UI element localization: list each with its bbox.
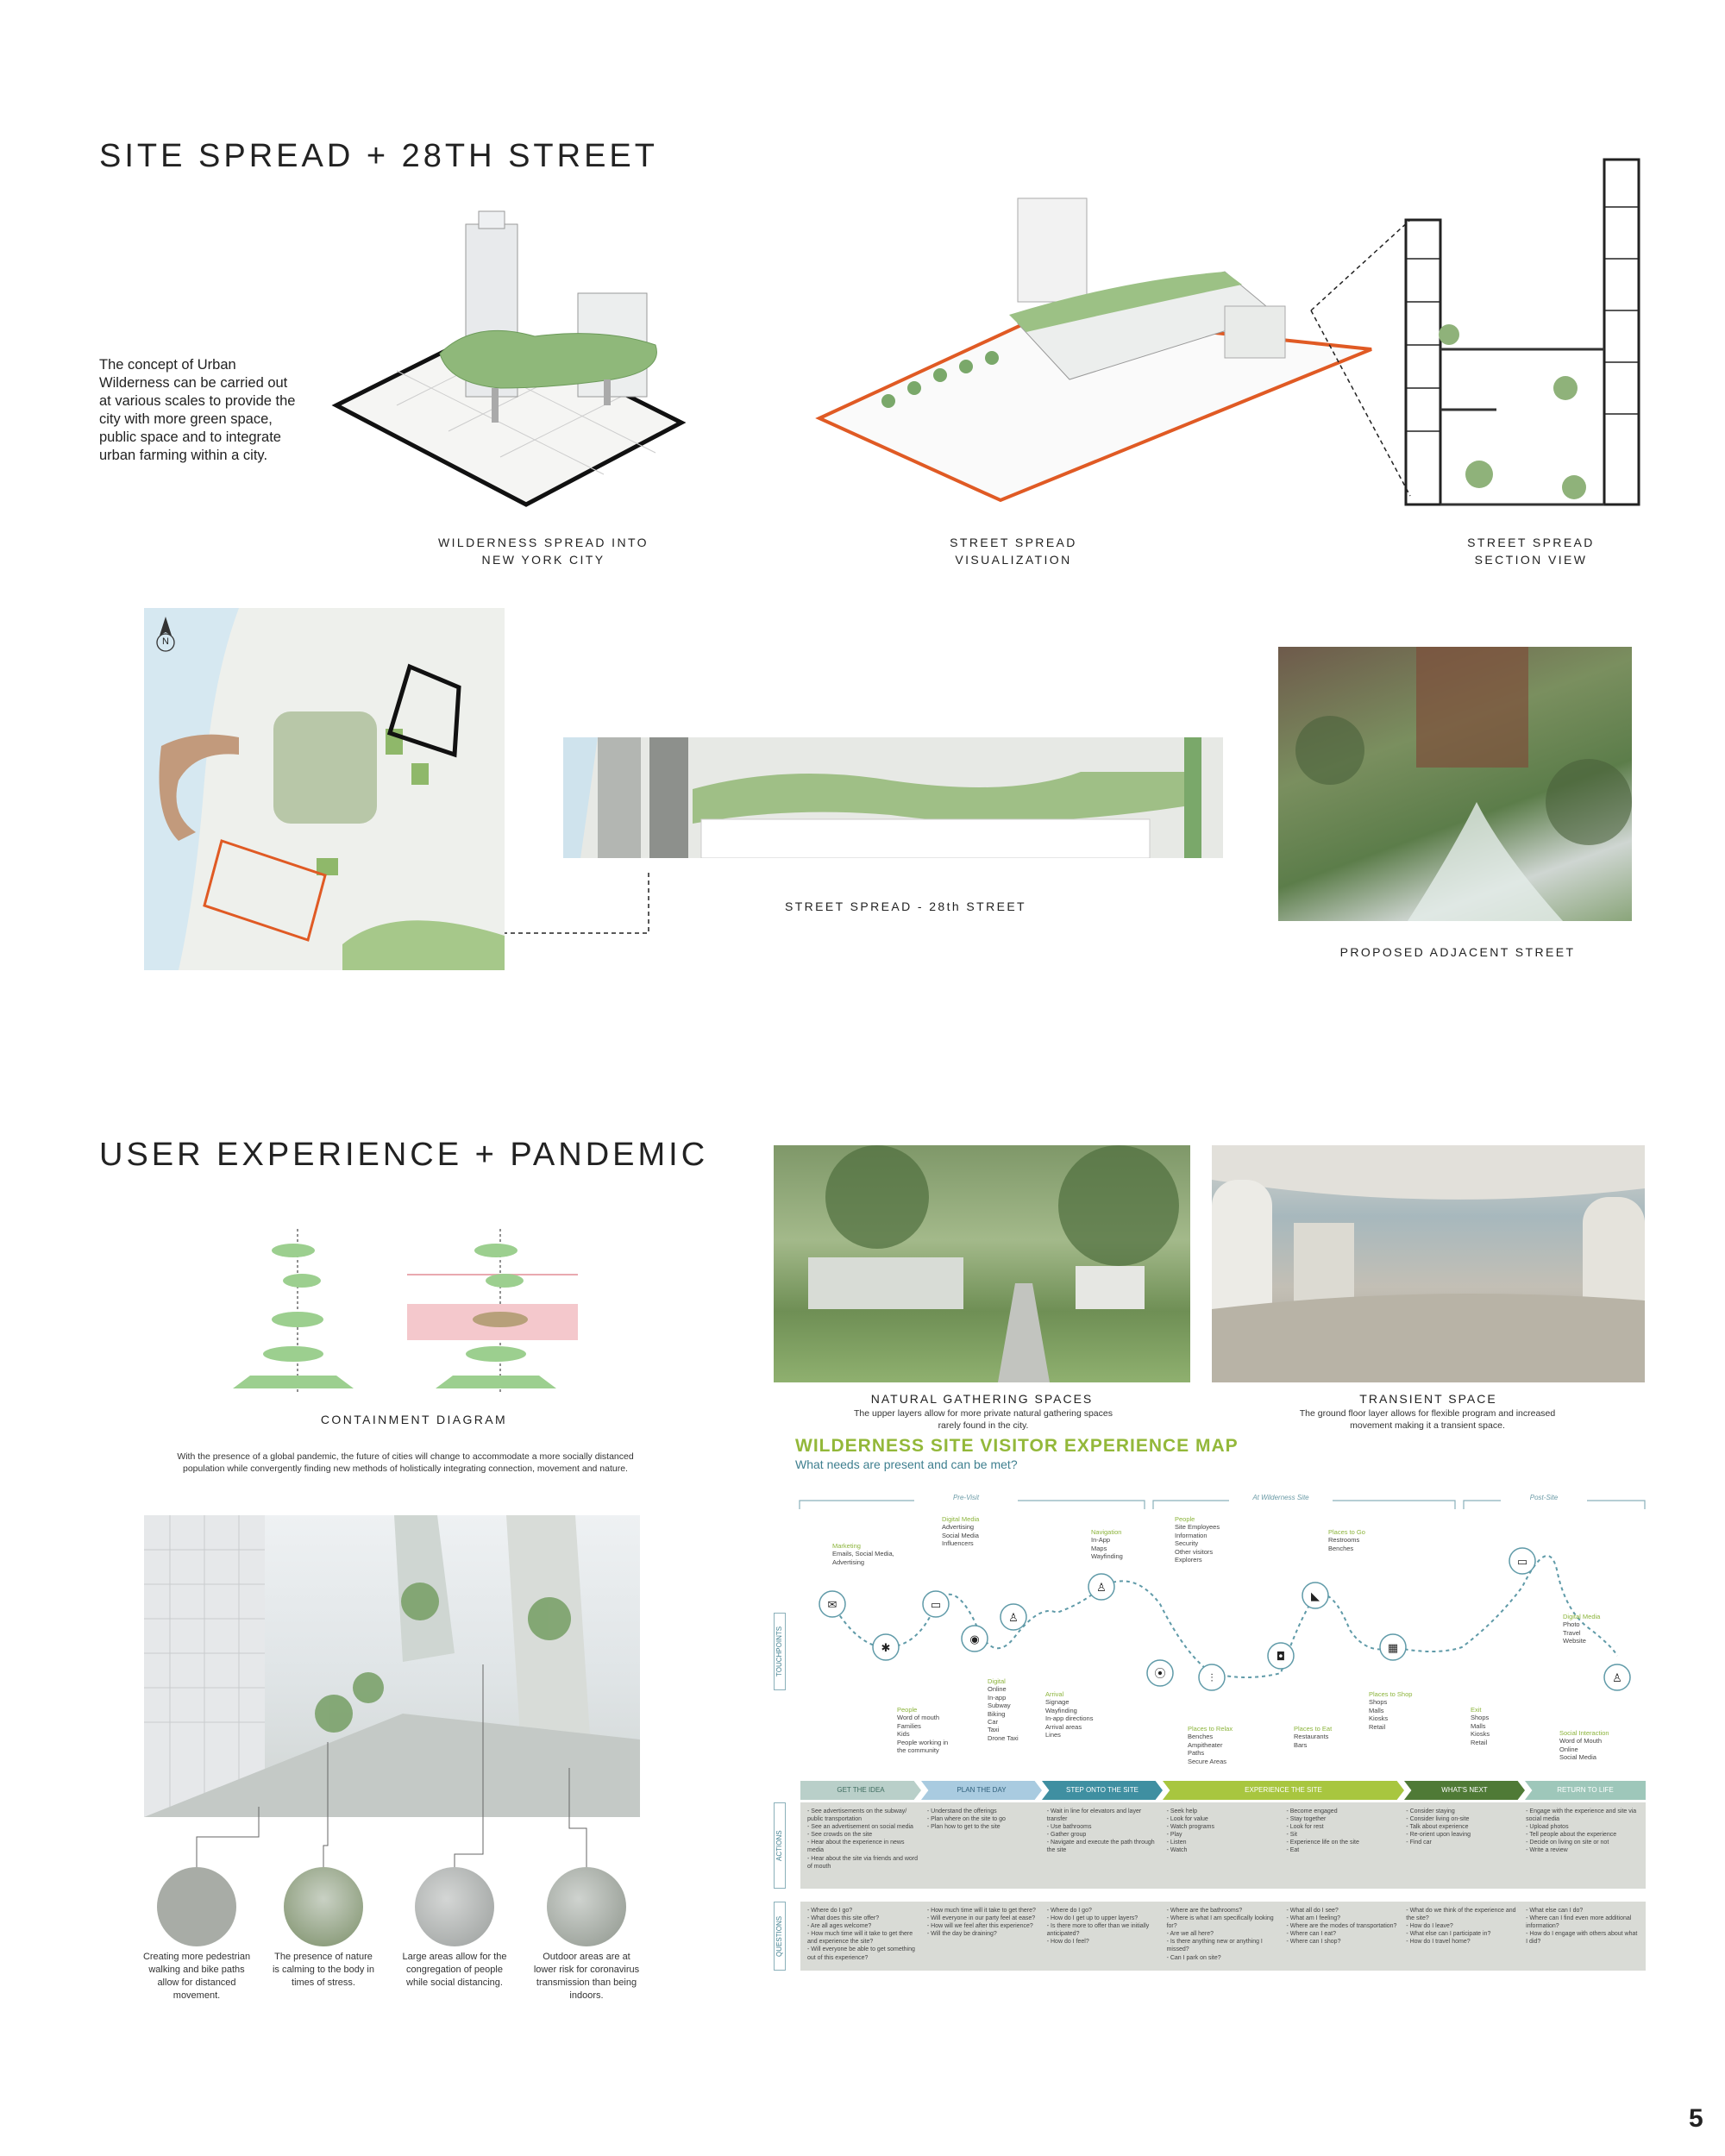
car-icon: ◉ — [969, 1633, 979, 1646]
walk-icon-3: ♙ — [1612, 1672, 1622, 1685]
transient-title: TRANSIENT SPACE — [1359, 1392, 1497, 1406]
action-cell: - Seek help - Look for value - Watch pro… — [1166, 1808, 1214, 1854]
touchpoints-label-box: TOUCHPOINTS — [774, 1613, 786, 1690]
question-cell: - Where do I go? - What does this site o… — [807, 1908, 915, 1961]
actions-label: ACTIONS — [775, 1830, 783, 1861]
fork-knife-icon: ⫶ — [1210, 1672, 1213, 1685]
circle-caption-3: Large areas allow for the congregation o… — [402, 1952, 507, 1988]
transient-description: The ground floor layer allows for flexib… — [1299, 1408, 1556, 1432]
questions-label: QUESTIONS — [775, 1915, 783, 1957]
mail-icon: ✉ — [828, 1599, 837, 1612]
gathering-description: The upper layers allow for more private … — [854, 1408, 1113, 1432]
wilderness-spread-illustration — [328, 207, 724, 509]
section-title-user-experience: USER EXPERIENCE + PANDEMIC — [99, 1137, 709, 1173]
question-cell: - What else can I do? - Where can I find… — [1526, 1908, 1638, 1946]
walk-icon: ♙ — [1008, 1612, 1019, 1625]
caption-28th-street: STREET SPREAD - 28th STREET — [784, 899, 1027, 913]
actions-label-box: ACTIONS — [774, 1802, 786, 1889]
location-icon: ⦿ — [1154, 1668, 1165, 1681]
pandemic-street-render — [144, 1515, 640, 1817]
proposed-adjacent-street-photo — [1278, 647, 1632, 921]
pandemic-paragraph: With the presence of a global pandemic, … — [177, 1451, 634, 1475]
stage-whats-next: WHAT'S NEXT — [1404, 1781, 1525, 1800]
laptop-icon-2: ▭ — [1517, 1556, 1527, 1569]
north-arrow-icon: N — [154, 617, 177, 653]
question-cell: - Where do I go? - How do I get up to up… — [1046, 1908, 1150, 1946]
actions-row: - See advertisements on the subway/ publ… — [800, 1802, 1646, 1889]
laptop-icon: ▭ — [931, 1599, 941, 1612]
shopping-bag-icon: ◘ — [1276, 1651, 1285, 1664]
question-cell: - Where are the bathrooms? - Where is wh… — [1166, 1908, 1274, 1961]
journey-curve: ✉ ✱ ▭ ◉ ♙ ♙ ⦿ ⫶ ◘ ◣ ▦ ▭ ♙ — [819, 1547, 1631, 1691]
walk-icon-2: ♙ — [1096, 1582, 1107, 1595]
phase-pre-visit: Pre-Visit — [914, 1494, 1018, 1501]
caption-street-section: STREET SPREAD SECTION VIEW — [1467, 536, 1595, 567]
circle-connector-lines — [196, 1664, 587, 1867]
circle-caption-4: Outdoor areas are at lower risk for coro… — [533, 1952, 640, 2001]
experience-map-title: WILDERNESS SITE VISITOR EXPERIENCE MAP — [795, 1436, 1239, 1456]
stage-plan-the-day: PLAN THE DAY — [921, 1781, 1042, 1800]
question-cell: - What do we think of the experience and… — [1406, 1908, 1516, 1946]
page-number: 5 — [1689, 2104, 1703, 2133]
bench-icon: ◣ — [1311, 1590, 1320, 1603]
action-cell: - Wait in line for elevators and layer t… — [1046, 1808, 1155, 1854]
intro-paragraph: The concept of Urban Wilderness can be c… — [99, 357, 296, 463]
street-28th-plan — [563, 737, 1223, 859]
containment-diagram — [207, 1225, 586, 1397]
street-section-view — [1402, 155, 1643, 509]
action-cell: - See advertisements on the subway/ publ… — [807, 1808, 919, 1870]
person-jump-icon: ✱ — [881, 1642, 891, 1655]
section-title-site-spread: SITE SPREAD + 28TH STREET — [99, 138, 658, 174]
street-spread-visualization — [811, 194, 1380, 505]
experience-map-subtitle: What needs are present and can be met? — [795, 1457, 1018, 1471]
action-cell: - Consider staying - Consider living on-… — [1406, 1808, 1471, 1846]
phase-at-site: At Wilderness Site — [1229, 1494, 1333, 1501]
question-cell: - What all do I see? - What am I feeling… — [1286, 1908, 1397, 1946]
questions-label-box: QUESTIONS — [774, 1902, 786, 1971]
transient-space-photo — [1212, 1145, 1645, 1382]
stage-experience-site: EXPERIENCE THE SITE — [1163, 1781, 1404, 1800]
circle-image-outdoor — [547, 1867, 626, 1946]
action-cell: - Understand the offerings - Plan where … — [926, 1808, 1006, 1831]
north-label: N — [162, 636, 169, 647]
site-plan-map: N — [144, 608, 505, 970]
circle-image-pedestrian — [157, 1867, 236, 1946]
phase-post-site: Post-Site — [1501, 1494, 1587, 1501]
caption-adjacent-street: PROPOSED ADJACENT STREET — [1339, 945, 1576, 959]
stage-return-to-life: RETURN TO LIFE — [1525, 1781, 1646, 1800]
caption-containment-diagram: CONTAINMENT DIAGRAM — [320, 1413, 508, 1426]
circle-image-nature — [284, 1867, 363, 1946]
caption-street-visualization: STREET SPREAD VISUALIZATION — [950, 536, 1077, 567]
question-cell: - How much time will it take to get ther… — [926, 1908, 1036, 1938]
stage-step-onto-site: STEP ONTO THE SITE — [1042, 1781, 1163, 1800]
questions-row: - Where do I go? - What does this site o… — [800, 1902, 1646, 1971]
circle-caption-2: The presence of nature is calming to the… — [272, 1952, 374, 1988]
touchpoints-label: TOUCHPOINTS — [775, 1626, 783, 1677]
action-cell: - Become engaged - Stay together - Look … — [1286, 1808, 1359, 1854]
natural-gathering-photo — [774, 1145, 1190, 1382]
gathering-title: NATURAL GATHERING SPACES — [870, 1392, 1094, 1406]
caption-wilderness-spread: WILDERNESS SPREAD INTO NEW YORK CITY — [438, 536, 649, 567]
action-cell: - Engage with the experience and site vi… — [1526, 1808, 1637, 1854]
calculator-icon: ▦ — [1388, 1642, 1398, 1655]
stages-bar: GET THE IDEA PLAN THE DAY STEP ONTO THE … — [800, 1781, 1646, 1800]
circle-image-large-areas — [415, 1867, 494, 1946]
circle-caption-1: Creating more pedestrian walking and bik… — [142, 1952, 251, 2001]
stage-get-the-idea: GET THE IDEA — [800, 1781, 921, 1800]
